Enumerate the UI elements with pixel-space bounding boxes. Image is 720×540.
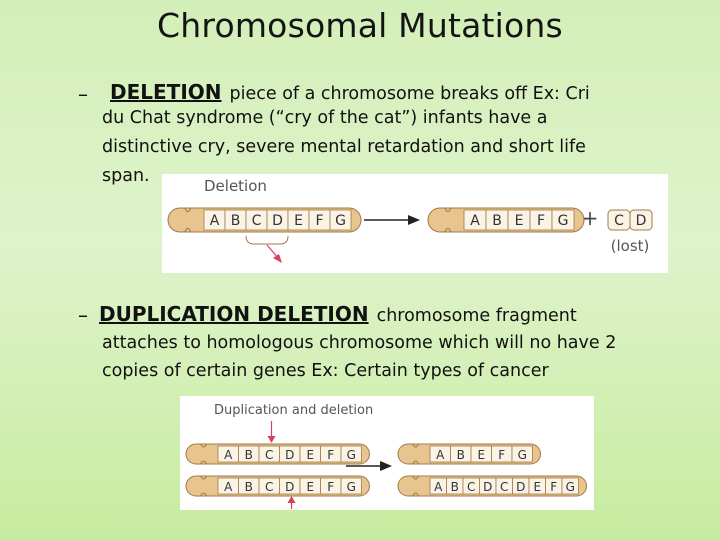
centromere	[200, 443, 208, 465]
mutation-arrow-head	[380, 461, 392, 471]
gene-label: B	[231, 213, 241, 229]
figure-caption: Deletion	[204, 177, 267, 195]
duplication-line-3: copies of certain genes Ex: Certain type…	[102, 361, 549, 381]
deletion-line-3: distinctive cry, severe mental retardati…	[102, 137, 586, 157]
gene-box	[511, 445, 533, 463]
gene-label: F	[550, 480, 557, 494]
deletion-line-2: du Chat syndrome (“cry of the cat”) infa…	[102, 108, 548, 128]
bullet-dash: –	[78, 82, 88, 106]
gene-label: E	[306, 448, 314, 462]
gene-label: A	[224, 480, 233, 494]
gene-label: G	[518, 448, 527, 462]
gene-label: C	[265, 480, 273, 494]
gene-label: G	[558, 213, 569, 229]
gene-label: E	[306, 480, 314, 494]
figure-caption: Duplication and deletion	[214, 403, 373, 418]
duplication-line-2: attaches to homologous chromosome which …	[102, 333, 617, 353]
deletion-term: DELETION	[110, 80, 222, 104]
gene-label: D	[272, 213, 283, 229]
gene-label: D	[636, 213, 647, 229]
gene-label: B	[245, 448, 253, 462]
gene-label: G	[347, 480, 356, 494]
gene-label: E	[515, 213, 524, 229]
gene-label: D	[516, 480, 525, 494]
gene-box	[340, 445, 362, 463]
gene-label: F	[498, 448, 505, 462]
gene-label: E	[533, 480, 541, 494]
lost-arrow-head	[273, 254, 282, 263]
bullet-dash: –	[78, 303, 88, 327]
gene-label: A	[210, 213, 220, 229]
gene-label: F	[327, 480, 334, 494]
gene-label: A	[436, 448, 445, 462]
gene-label: B	[492, 213, 502, 229]
gene-label: F	[327, 448, 334, 462]
centromere	[412, 475, 420, 497]
deleted-segment-bracket	[245, 235, 289, 245]
gene-box	[561, 477, 579, 495]
gene-label: F	[315, 213, 323, 229]
gene-label: A	[434, 480, 443, 494]
gene-box	[551, 209, 575, 231]
duplication-text-1: chromosome fragment	[376, 306, 577, 326]
break-arrow-bottom-head	[287, 496, 296, 503]
gene-label: C	[252, 213, 262, 229]
gene-label: B	[451, 480, 459, 494]
gene-label: A	[470, 213, 480, 229]
deletion-line-1: DELETION piece of a chromosome breaks off…	[110, 80, 590, 104]
plus-sign: +	[582, 206, 599, 230]
duplication-line-1: DUPLICATION DELETION chromosome fragment	[99, 302, 577, 326]
deletion-line-4: span.	[102, 166, 150, 186]
gene-label: C	[265, 448, 273, 462]
slide-title: Chromosomal Mutations	[157, 6, 563, 45]
gene-label: C	[500, 480, 508, 494]
break-arrow-top-head	[267, 436, 276, 443]
mutation-arrow-head	[408, 215, 420, 225]
lost-label: (lost)	[611, 237, 650, 255]
gene-label: C	[614, 213, 624, 229]
gene-label: C	[467, 480, 475, 494]
centromere	[412, 443, 420, 465]
gene-label: G	[566, 480, 575, 494]
gene-label: B	[457, 448, 465, 462]
gene-label: A	[224, 448, 233, 462]
centromere	[184, 207, 192, 233]
gene-box	[340, 477, 362, 495]
gene-label: E	[477, 448, 485, 462]
gene-label: G	[347, 448, 356, 462]
duplication-term: DUPLICATION DELETION	[99, 302, 369, 326]
gene-label: G	[335, 213, 346, 229]
gene-label: D	[483, 480, 492, 494]
deletion-text-1: piece of a chromosome breaks off Ex: Cri	[229, 84, 590, 104]
gene-label: B	[245, 480, 253, 494]
gene-box	[629, 209, 653, 231]
gene-label: E	[294, 213, 303, 229]
gene-box	[329, 209, 352, 231]
centromere	[444, 207, 452, 233]
gene-label: F	[537, 213, 545, 229]
centromere	[200, 475, 208, 497]
gene-label: D	[285, 448, 294, 462]
gene-label: D	[285, 480, 294, 494]
